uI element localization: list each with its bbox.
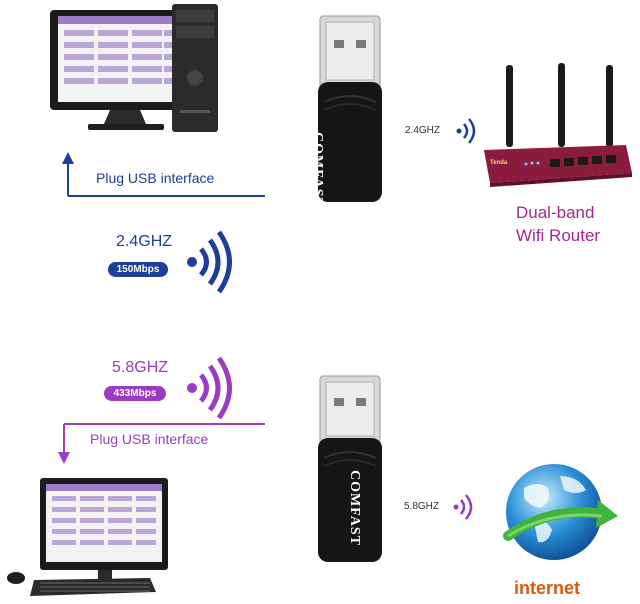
globe-icon bbox=[503, 464, 618, 560]
usb-adapter-bottom bbox=[318, 375, 382, 562]
internet-band-label: 5.8GHZ bbox=[404, 501, 440, 512]
router-brand-label: Tenda bbox=[490, 160, 508, 166]
wifi-signal-icon-blue bbox=[187, 230, 232, 294]
desktop-computer-illustration bbox=[50, 4, 218, 132]
wifi-signal-icon-router bbox=[456, 118, 476, 144]
plug-usb-label-top: Plug USB interface bbox=[96, 170, 215, 186]
band-label-5-8ghz: 5.8GHZ bbox=[112, 359, 169, 376]
wifi-signal-icon-purple bbox=[187, 356, 232, 420]
band-label-2-4ghz: 2.4GHZ bbox=[116, 233, 173, 250]
speed-badge-433mbps: 433Mbps bbox=[104, 386, 166, 401]
usb-adapter-top bbox=[318, 15, 382, 202]
plug-usb-label-bottom: Plug USB interface bbox=[90, 431, 209, 447]
wifi-signal-icon-internet bbox=[453, 494, 473, 520]
all-in-one-computer-illustration bbox=[7, 478, 168, 596]
router-label-line1: Dual-band bbox=[516, 203, 595, 222]
router-label-line2: Wifi Router bbox=[516, 226, 601, 245]
speed-badge-150mbps: 150Mbps bbox=[108, 262, 168, 277]
adapter-brand-bottom: COMFAST bbox=[347, 470, 362, 546]
router-illustration bbox=[484, 63, 632, 187]
internet-label: internet bbox=[514, 578, 581, 598]
router-band-label: 2.4GHZ bbox=[405, 125, 441, 136]
